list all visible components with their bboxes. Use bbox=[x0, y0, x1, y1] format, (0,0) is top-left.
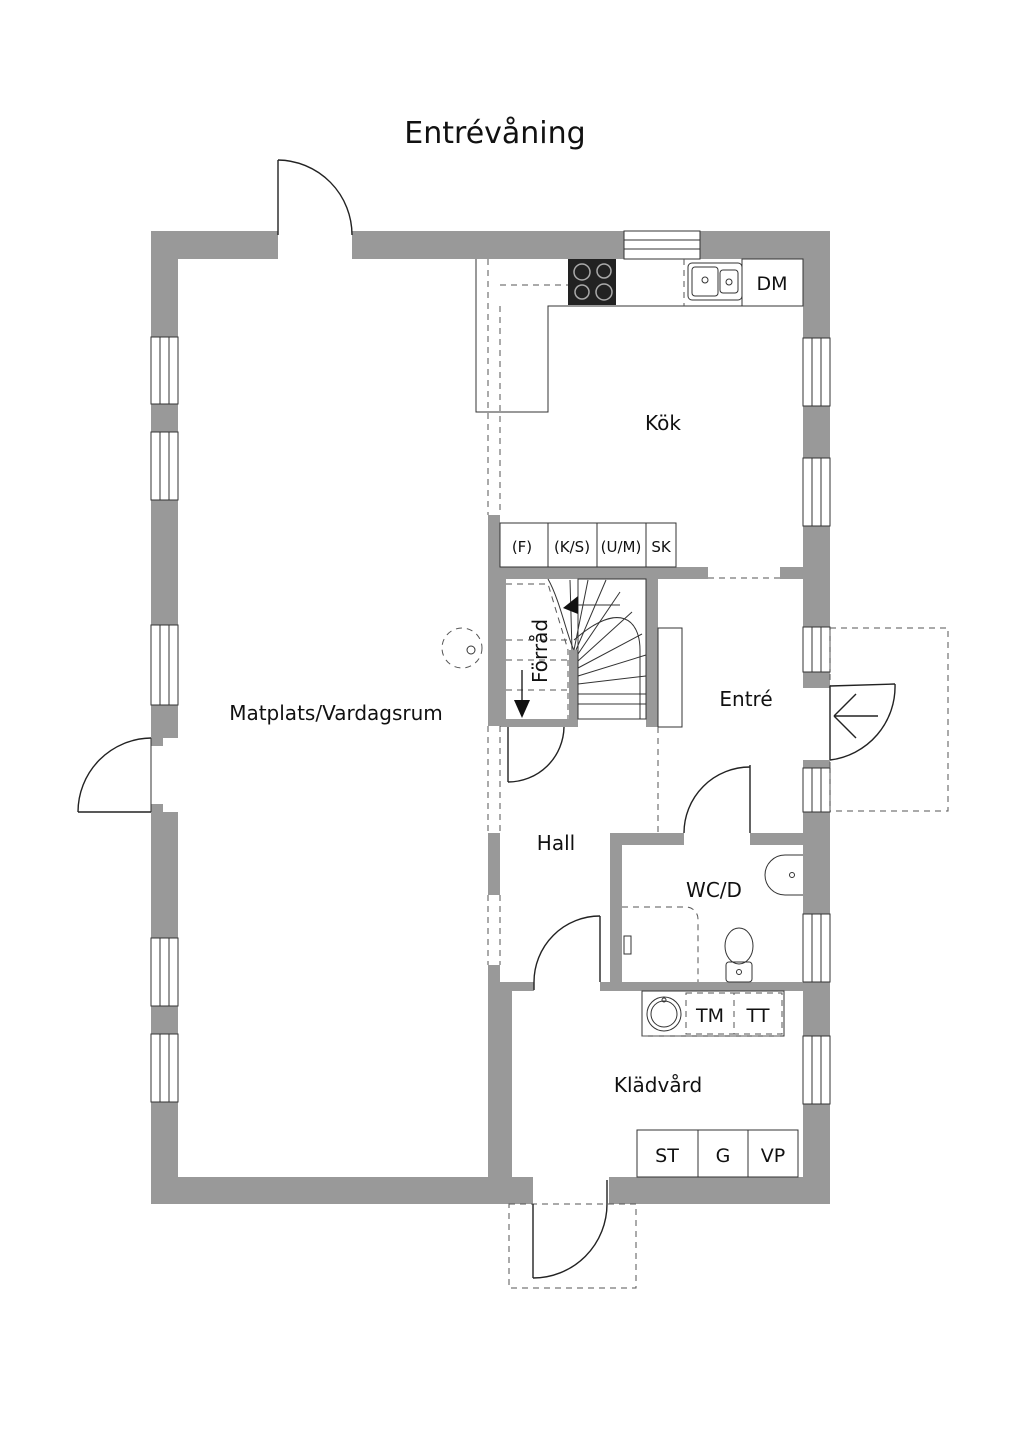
window-top bbox=[623, 230, 701, 260]
entrance-door[interactable] bbox=[829, 627, 949, 812]
bottom-door[interactable] bbox=[508, 1180, 637, 1289]
room-label-kitchen: Kök bbox=[645, 411, 681, 435]
room-label-hall: Hall bbox=[537, 831, 575, 855]
fridge-label: (F) bbox=[512, 538, 532, 556]
water-heater-label: VP bbox=[761, 1145, 785, 1167]
room-label-laundry: Klädvård bbox=[614, 1073, 702, 1097]
kitchen-counters bbox=[475, 259, 803, 515]
stair-railing bbox=[657, 627, 683, 728]
laundry-door[interactable] bbox=[533, 915, 601, 990]
ceiling-lamp-icon bbox=[441, 627, 483, 669]
laundry-counter bbox=[641, 990, 785, 1037]
wc-door[interactable] bbox=[683, 765, 751, 834]
dishwasher-label: DM bbox=[756, 273, 787, 295]
toilet bbox=[724, 927, 754, 983]
fridge-freezer-label: (K/S) bbox=[554, 538, 590, 556]
kitchen-sink bbox=[687, 262, 743, 301]
laundry-cabinets bbox=[636, 1129, 799, 1178]
storage-door[interactable] bbox=[507, 726, 565, 783]
room-label-living: Matplats/Vardagsrum bbox=[229, 701, 443, 725]
windows-right bbox=[802, 337, 831, 1105]
interior-walls bbox=[488, 515, 803, 1177]
dryer-label: TT bbox=[746, 1005, 770, 1027]
wc-washbasin bbox=[764, 854, 803, 896]
windows-left bbox=[150, 336, 179, 1103]
wardrobe-label: G bbox=[716, 1145, 731, 1167]
storage-lines bbox=[506, 583, 569, 719]
left-door[interactable] bbox=[77, 737, 163, 813]
room-label-storage: Förråd bbox=[528, 619, 552, 683]
cabinet-label: SK bbox=[651, 538, 672, 556]
room-label-entrance: Entré bbox=[719, 687, 772, 711]
drying-cabinet-label: ST bbox=[655, 1145, 679, 1167]
stove bbox=[568, 259, 616, 305]
micro-oven-label: (U/M) bbox=[601, 538, 642, 556]
stairs bbox=[547, 578, 647, 720]
washer-label: TM bbox=[695, 1005, 724, 1027]
top-door[interactable] bbox=[270, 159, 360, 247]
room-label-wc: WC/D bbox=[686, 878, 742, 902]
dishwasher-box bbox=[741, 258, 804, 307]
shower-area bbox=[622, 906, 699, 982]
appliance-row bbox=[499, 522, 677, 568]
plan-title: Entrévåning bbox=[404, 116, 585, 151]
hall-guides bbox=[487, 577, 780, 965]
